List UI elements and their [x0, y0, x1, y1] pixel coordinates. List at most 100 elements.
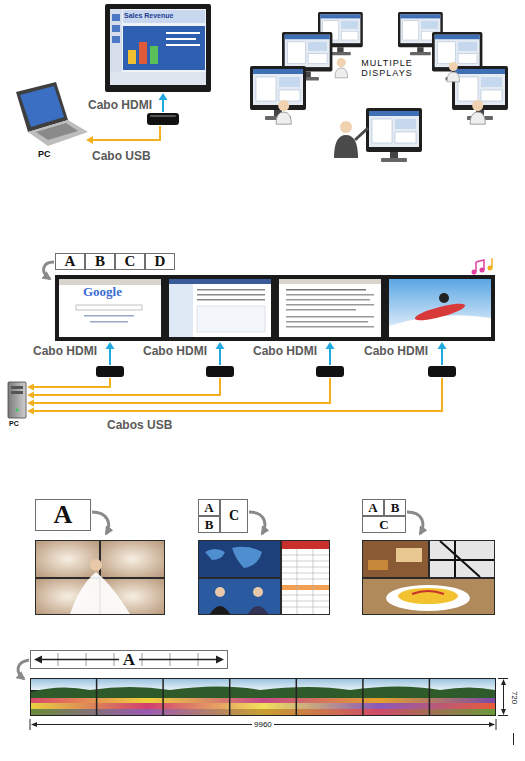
presenter-body	[334, 135, 358, 158]
edge-mark	[513, 733, 514, 745]
news-anchor	[210, 606, 230, 614]
hdmi-line	[441, 348, 443, 365]
adapter-body	[428, 366, 456, 377]
monitor-frame	[165, 275, 275, 341]
notes-pane	[110, 72, 206, 85]
slide-text-line	[166, 44, 200, 46]
hdmi-arrowhead	[106, 342, 115, 349]
dimension-arrowhead	[501, 679, 506, 685]
slide-title-area	[123, 10, 205, 23]
hdmi-adapter	[147, 113, 179, 125]
tile-letter: C	[379, 518, 388, 531]
wall-tile	[101, 541, 164, 577]
tile-letter: A	[65, 254, 76, 269]
hdmi-cable-arrow	[159, 93, 168, 112]
layout-tile: C	[362, 516, 406, 533]
dimension-arrowhead	[489, 722, 495, 727]
abcd-arrow	[44, 262, 54, 279]
text-line	[286, 299, 370, 301]
tile-seam	[97, 679, 430, 715]
usb-cables-row	[27, 378, 442, 415]
layout-tile: A	[198, 499, 220, 516]
trees	[31, 687, 495, 699]
span-bar: A	[30, 650, 228, 669]
layout-tile: C	[115, 253, 145, 270]
person-figure	[276, 100, 291, 124]
chart-bar	[150, 46, 158, 64]
person-figure	[447, 62, 460, 82]
snow-slope	[389, 315, 491, 337]
person-figure	[470, 100, 485, 124]
wedding-dress	[70, 572, 130, 614]
text-line	[286, 294, 374, 296]
tile-letter: A	[54, 502, 73, 528]
usb-cable-arrow	[86, 126, 160, 144]
table-highlight	[282, 585, 329, 590]
adapter-body	[316, 366, 344, 377]
dimension-label: 720	[510, 690, 519, 703]
cable-label: Cabo HDMI	[253, 345, 317, 359]
folder-pane	[169, 284, 193, 337]
display-wall-row	[55, 258, 495, 341]
layout-tile: D	[145, 253, 175, 270]
layout-tile: B	[198, 516, 220, 533]
dimension-label: 9960	[252, 720, 274, 729]
small-monitor	[366, 108, 422, 162]
dimension-tick	[30, 719, 496, 730]
hdmi-line	[162, 99, 164, 112]
world-map	[205, 547, 262, 568]
flower-band	[31, 703, 495, 709]
plate	[386, 585, 470, 611]
usb-arrowhead	[27, 408, 34, 415]
rider	[439, 293, 449, 303]
tile-letter: B	[95, 254, 105, 269]
search-box	[76, 305, 142, 310]
device-label: PC	[9, 420, 19, 428]
restaurant-table	[368, 560, 388, 570]
flower-band	[31, 698, 495, 703]
monitor-frame	[385, 275, 495, 341]
panorama-wall	[30, 678, 496, 716]
tower-case	[8, 382, 26, 418]
window-bar	[169, 279, 271, 284]
text-line	[286, 289, 366, 291]
dimension-lines	[30, 679, 514, 746]
usb-line	[33, 378, 220, 395]
link-line	[84, 315, 134, 317]
hdmi-line	[329, 348, 331, 365]
text-line	[286, 316, 374, 318]
layout-tile: C	[220, 499, 248, 533]
flower-band	[31, 709, 495, 715]
slide-body	[123, 26, 205, 70]
hdmi-arrowhead	[216, 342, 225, 349]
laptop-screen	[20, 86, 64, 127]
small-monitor	[452, 66, 508, 120]
hdmi-arrowhead	[438, 342, 447, 349]
multiple-displays-cluster	[250, 12, 508, 162]
ketchup	[412, 591, 444, 594]
tile-letter: D	[155, 254, 166, 269]
person-figure	[335, 58, 348, 78]
hdmi-line	[219, 348, 221, 365]
tile-letter: A	[368, 501, 377, 514]
cable-label: Cabo USB	[92, 150, 151, 164]
wall-bezel	[35, 540, 165, 615]
wall-tile	[282, 541, 329, 614]
hdmi-adapters-row	[96, 366, 456, 377]
news-anchor	[215, 587, 225, 597]
adapter-highlight	[150, 115, 176, 117]
mail-row	[197, 294, 265, 296]
dimension-arrowhead	[31, 722, 37, 727]
music-note	[472, 270, 477, 275]
tile-seam	[428, 541, 430, 577]
presenter-arm	[355, 128, 368, 140]
curved-arrow	[249, 512, 265, 534]
adapter-body	[147, 113, 179, 125]
usb-line	[33, 378, 110, 387]
curved-arrow	[407, 512, 423, 534]
tile-letter: B	[205, 518, 214, 531]
video-wall-mixed	[362, 540, 495, 615]
news-anchor	[248, 606, 268, 614]
curved-arrow	[92, 512, 109, 534]
monitor-frame	[275, 275, 385, 341]
